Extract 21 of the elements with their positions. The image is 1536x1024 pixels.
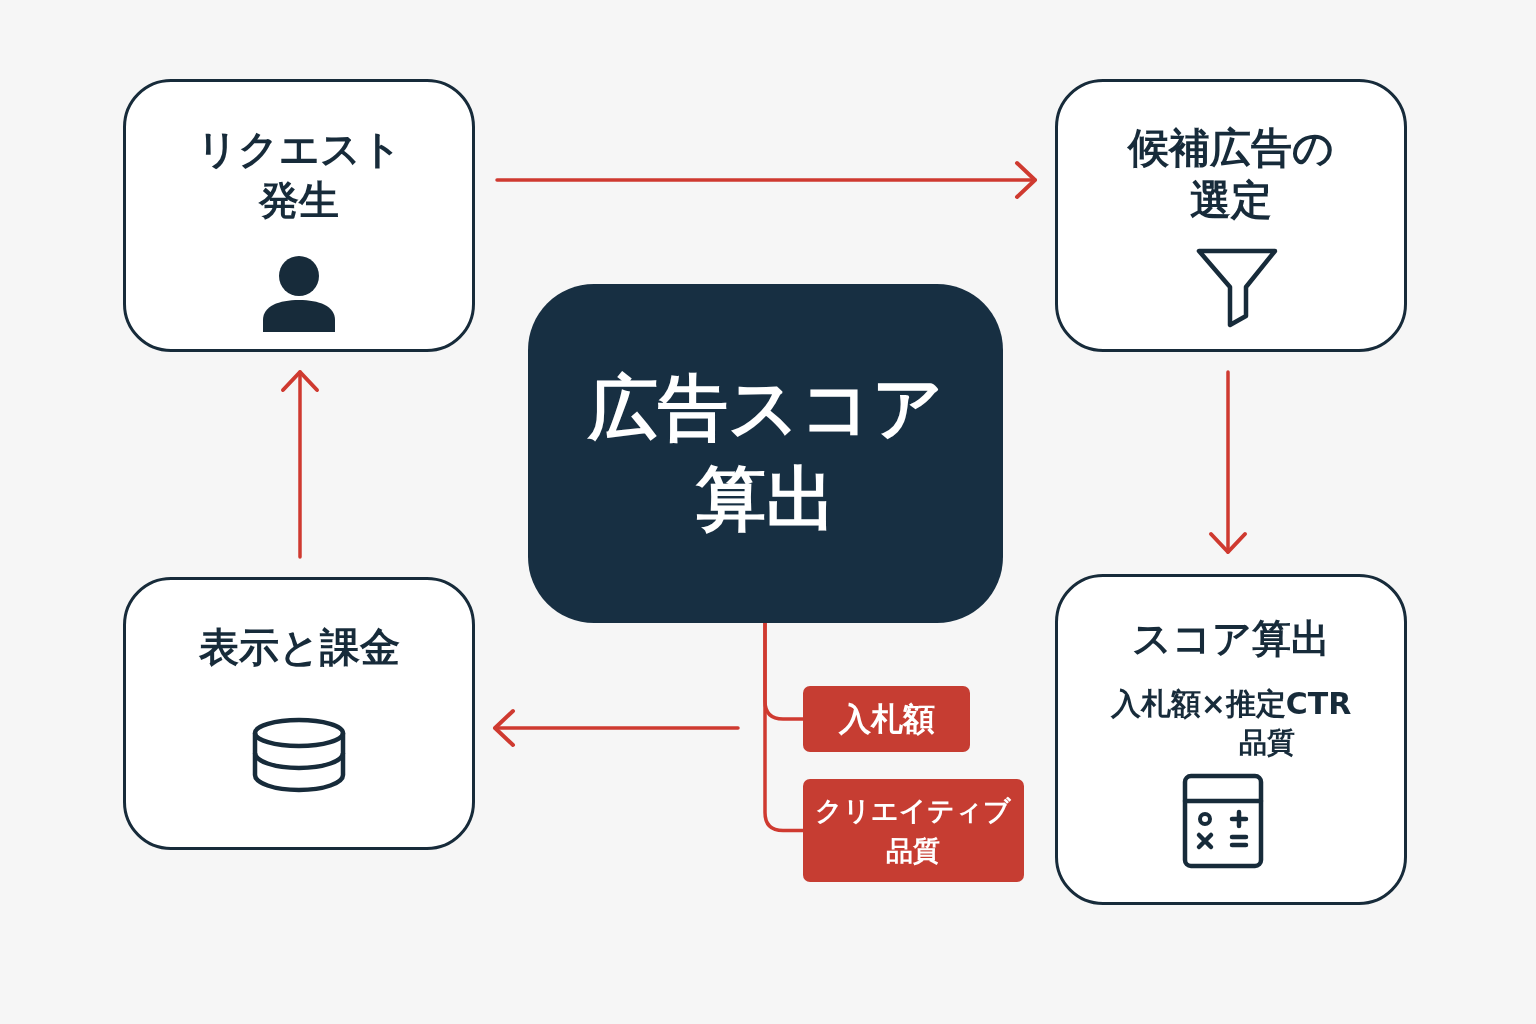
tag-label: 入札額	[838, 699, 935, 739]
center-box	[528, 284, 1003, 623]
formula-text: 品質	[1239, 725, 1295, 760]
tag-box	[803, 686, 970, 752]
step-title: 候補広告の選定	[1126, 123, 1335, 227]
connector-line	[763, 621, 805, 833]
tag-box	[803, 779, 1024, 882]
process-box	[123, 577, 475, 850]
process-box	[123, 79, 475, 352]
center-title: 広告スコア算出	[586, 365, 945, 542]
process-box	[1055, 79, 1407, 352]
step-title: スコア算出	[1132, 615, 1330, 663]
tag-label: クリエイティブ品質	[814, 794, 1013, 868]
arrow	[493, 709, 740, 747]
step-title: リクエスト発生	[195, 125, 403, 225]
step-title: 表示と課金	[198, 623, 400, 672]
arrow	[281, 370, 319, 559]
arrow	[1209, 370, 1247, 554]
process-box	[1055, 574, 1407, 905]
formula-text: 入札額×推定CTR	[1110, 685, 1352, 722]
arrow	[495, 161, 1037, 199]
